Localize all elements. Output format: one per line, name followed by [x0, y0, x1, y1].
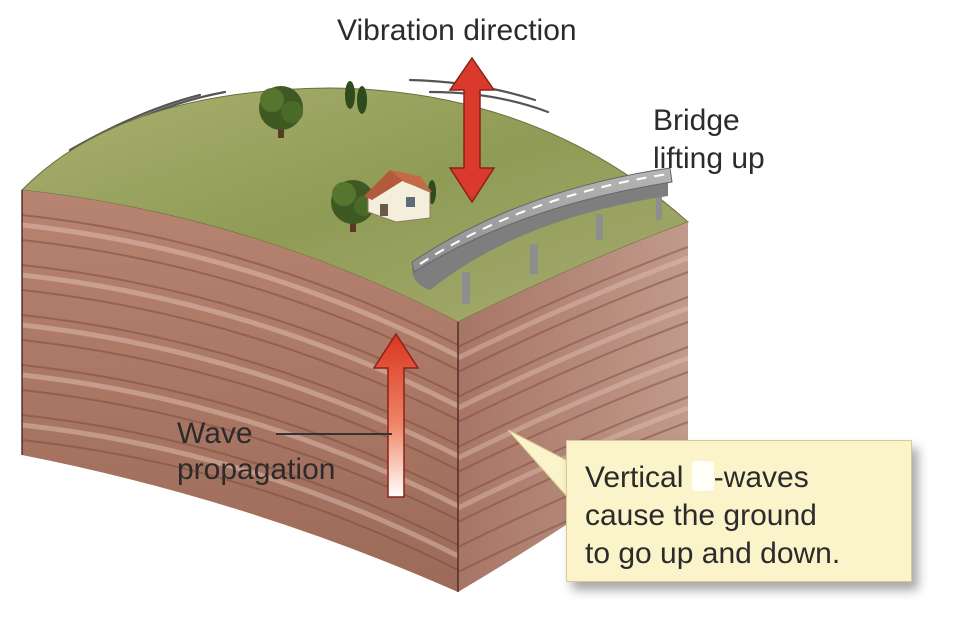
rock-left-face — [22, 190, 458, 592]
double-arrow-icon — [448, 56, 496, 204]
callout-line2: cause the ground — [585, 499, 817, 532]
wave-label-line2: propagation — [177, 453, 336, 486]
callout-line1-after: -waves — [713, 461, 809, 494]
callout-line1-before: Vertical — [585, 461, 692, 494]
vibration-direction-label: Vibration direction — [337, 14, 577, 47]
tree-icon — [259, 86, 303, 138]
callout-line1: Vertical -waves — [585, 459, 911, 497]
redacted-letter — [691, 461, 714, 491]
tree-icon — [331, 180, 375, 232]
bridge-label-line1: Bridge — [653, 104, 740, 137]
wave-propagation-label: Wave propagation — [177, 416, 335, 488]
callout-line3: to go up and down. — [585, 537, 841, 570]
house-icon — [364, 170, 432, 223]
bridge-label-line2: lifting up — [653, 142, 765, 175]
wave-label-line1: Wave — [177, 417, 253, 450]
callout-box: Vertical -waves cause the ground to go u… — [566, 440, 912, 582]
up-arrow-icon — [372, 332, 420, 498]
bridge-label: Bridge lifting up — [653, 102, 765, 178]
rock-right-face — [458, 222, 688, 592]
bridge-icon — [411, 167, 673, 304]
